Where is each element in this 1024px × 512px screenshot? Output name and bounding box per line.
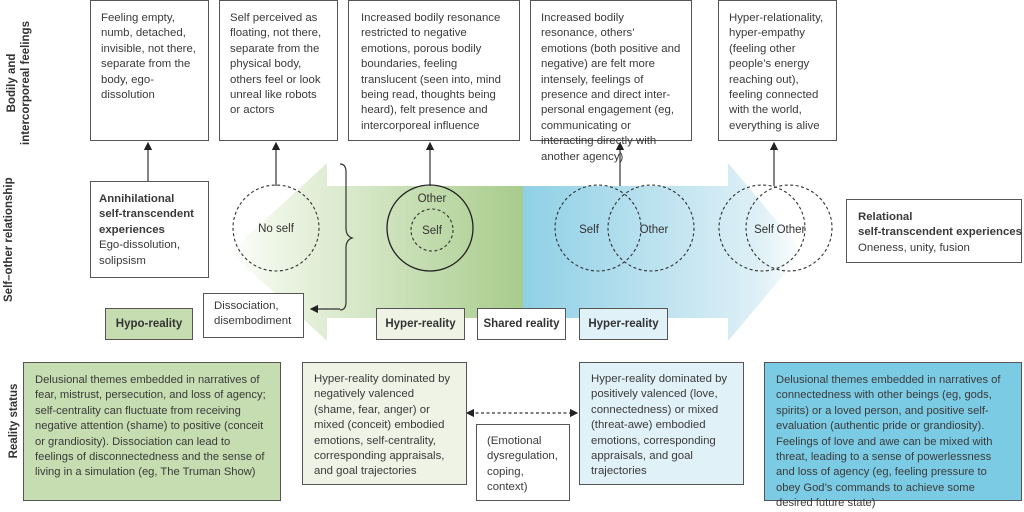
no-self-circle — [232, 184, 320, 272]
modulators-text: (Emotional dysregulation, coping, contex… — [487, 435, 558, 494]
other-label-1: Other — [418, 193, 447, 205]
self-circle-3 — [718, 184, 806, 272]
reality-box-relational-text: Delusional themes embedded in narratives… — [776, 374, 1001, 510]
annihilational-body: Ego-dissolution, solipsism — [99, 239, 181, 267]
bodily-box-1-text: Feeling empty, numb, detached, invisible… — [101, 12, 196, 102]
reality-box-relational: Delusional themes embedded in narratives… — [764, 362, 1022, 509]
self-circle-2 — [554, 184, 642, 272]
bodily-box-5: Hyper-relationality, hyper-empathy (feel… — [718, 0, 837, 141]
tag-hypo-reality: Hypo-reality — [105, 308, 193, 340]
other-outer-circle — [386, 184, 474, 272]
bodily-box-4: Increased bodily resonance, others’ emot… — [530, 0, 692, 163]
bodily-box-3-text: Increased bodily resonance restricted to… — [361, 12, 501, 132]
reality-box-hyper-negative: Hyper-reality dominated by negatively va… — [302, 362, 467, 485]
modulators-box: (Emotional dysregulation, coping, contex… — [476, 424, 570, 501]
other-label-2: Other — [640, 224, 669, 236]
self-label-2: Self — [579, 224, 600, 236]
tag-hyper-reality-left: Hyper-reality — [376, 308, 465, 340]
other-circle-3 — [745, 184, 833, 272]
relational-box: Relational self-transcendent experiences… — [846, 199, 1022, 263]
relational-body: Oneness, unity, fusion — [858, 241, 970, 254]
bodily-box-1: Feeling empty, numb, detached, invisible… — [90, 0, 209, 141]
annihilational-box: Annihilational self-transcendent experie… — [90, 181, 209, 278]
reality-box-hypo: Delusional themes embedded in narratives… — [23, 362, 281, 501]
bodily-box-5-text: Hyper-relationality, hyper-empathy (feel… — [729, 12, 824, 132]
bodily-box-2: Self perceived as floating, not there, s… — [219, 0, 338, 141]
reality-box-hyper-positive-text: Hyper-reality dominated by positively va… — [591, 373, 728, 478]
blue-arrow-shape — [523, 163, 803, 341]
tag-shared-reality: Shared reality — [477, 308, 566, 340]
bodily-box-3: Increased bodily resonance restricted to… — [348, 0, 520, 141]
self-inner-circle — [410, 208, 454, 252]
self-label-3: Self — [754, 224, 775, 236]
other-circle-2 — [607, 184, 695, 272]
dissociation-box: Dissociation, disembodiment — [203, 293, 304, 338]
reality-box-hyper-positive: Hyper-reality dominated by positively va… — [579, 362, 744, 485]
relational-title-1: Relational — [858, 211, 913, 223]
relational-title-2: self-transcendent experiences — [858, 226, 1022, 239]
annihilational-title: Annihilational self-transcendent experie… — [99, 193, 194, 236]
bodily-box-2-text: Self perceived as floating, not there, s… — [230, 12, 322, 117]
dissociation-text: Dissociation, disembodiment — [214, 300, 292, 328]
tag-hyper-reality-right: Hyper-reality — [579, 308, 668, 340]
brace — [339, 163, 354, 311]
bodily-box-4-text: Increased bodily resonance, others’ emot… — [541, 12, 681, 163]
other-label-3: Other — [777, 224, 806, 236]
reality-box-hyper-negative-text: Hyper-reality dominated by negatively va… — [314, 373, 451, 478]
no-self-label: No self — [258, 223, 295, 235]
self-label-1: Self — [422, 225, 443, 237]
reality-box-hypo-text: Delusional themes embedded in narratives… — [35, 374, 266, 479]
